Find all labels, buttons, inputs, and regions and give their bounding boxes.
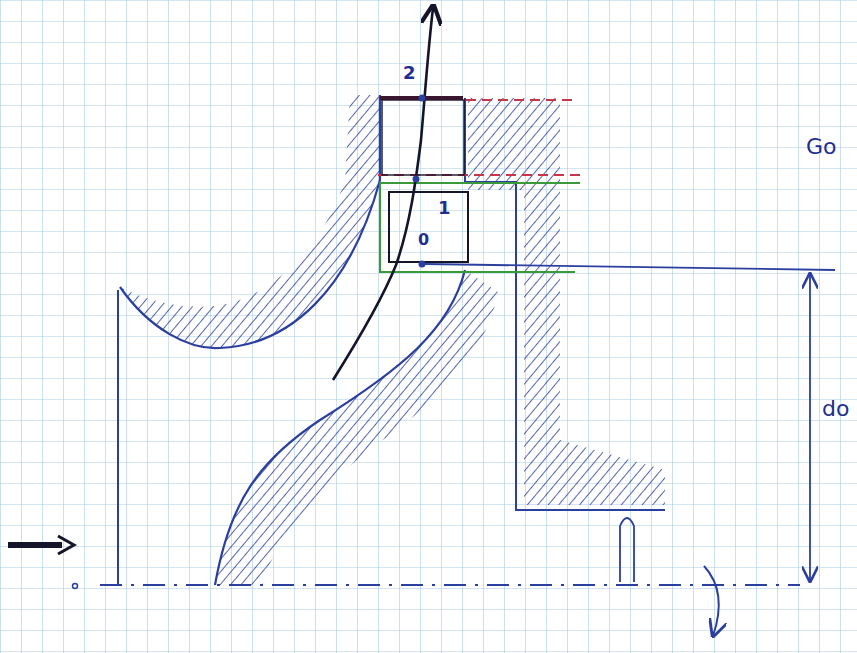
inlet-arrow xyxy=(8,542,62,548)
axis-dot xyxy=(73,584,78,589)
dimension-extension xyxy=(425,264,835,270)
shroud-hatching xyxy=(120,95,380,348)
point-1 xyxy=(413,176,420,183)
hub-hatching xyxy=(215,270,498,585)
station-number: 2 xyxy=(403,64,416,82)
inlet-arrow-head xyxy=(58,536,74,554)
rotation-arrow xyxy=(704,566,719,636)
hub-outline xyxy=(215,270,465,585)
streamline xyxy=(333,8,433,380)
point-0 xyxy=(419,261,426,268)
section-2-dashed xyxy=(466,99,576,101)
casing-outline xyxy=(465,98,665,510)
station-number: 1 xyxy=(438,199,451,217)
symbol-label: Go xyxy=(806,136,837,158)
inlet-edge xyxy=(117,290,119,585)
shroud-outline xyxy=(120,95,380,348)
station-number: 0 xyxy=(418,232,429,248)
axis-line xyxy=(100,584,800,586)
green-control-surface xyxy=(380,183,580,272)
point-2 xyxy=(419,95,426,102)
shaft-seal xyxy=(620,518,634,582)
dimension-label: do xyxy=(822,398,849,420)
dimension-line xyxy=(809,274,811,581)
casing-hatching xyxy=(468,98,665,505)
